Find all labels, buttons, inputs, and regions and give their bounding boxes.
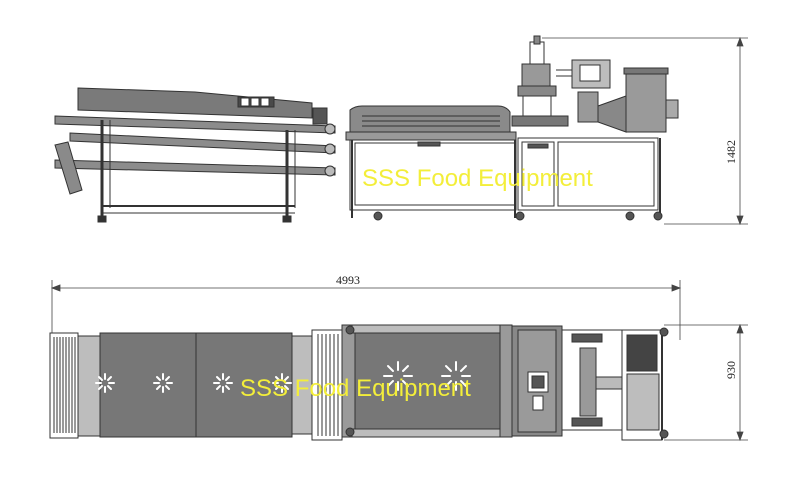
starburst-4 — [272, 373, 292, 393]
width-dimension — [664, 323, 748, 442]
watermark-top-view: SSS Food Equipment — [240, 375, 471, 402]
length-dimension — [50, 280, 682, 340]
length-dimension-label: 4993 — [336, 273, 360, 287]
watermark-side-view: SSS Food Equipment — [362, 165, 593, 192]
press-unit-top — [511, 325, 669, 441]
oven-top — [311, 324, 513, 441]
starburst-6 — [441, 361, 471, 391]
starburst-1 — [95, 373, 115, 393]
press-unit-side — [511, 35, 679, 221]
cooling-conveyor-top — [49, 332, 313, 439]
side-view — [54, 35, 748, 226]
starburst-3 — [213, 373, 233, 393]
height-dimension — [542, 36, 748, 226]
starburst-2 — [153, 373, 173, 393]
top-view — [49, 280, 748, 442]
width-dimension-label: 930 — [724, 361, 738, 379]
starburst-marks — [95, 361, 471, 393]
starburst-5 — [383, 361, 413, 391]
height-dimension-label: 1482 — [724, 140, 738, 164]
oven-side — [345, 105, 525, 221]
cooling-conveyor-side — [54, 87, 336, 223]
